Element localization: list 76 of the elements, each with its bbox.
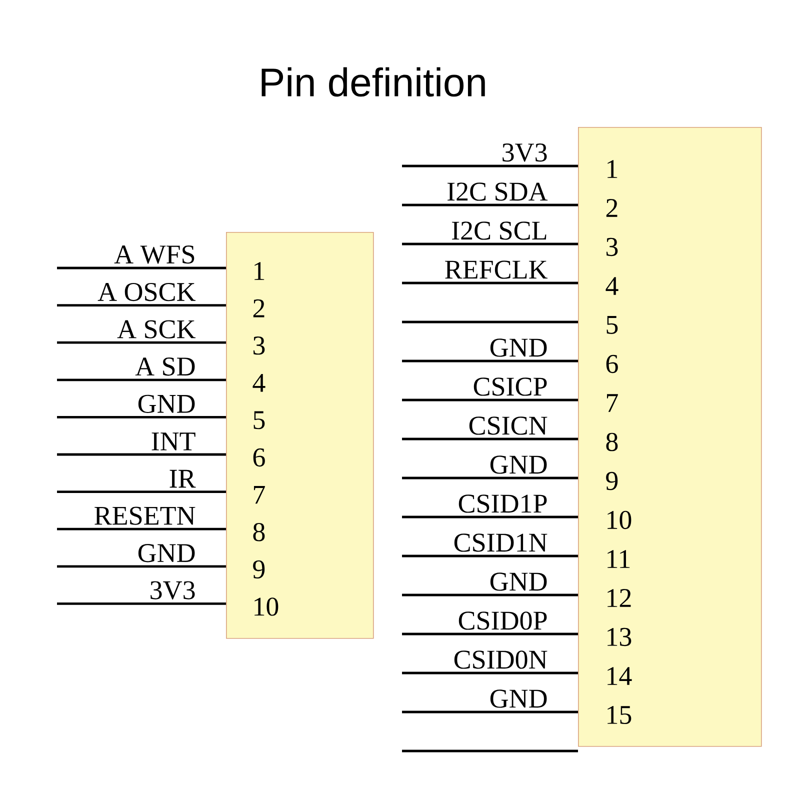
signal-name: A WFS — [114, 246, 196, 264]
pin-line — [402, 594, 578, 596]
signal-name: I2C SCL — [451, 222, 548, 240]
signal-name: GND — [489, 572, 548, 591]
pin-number: 7 — [607, 394, 618, 412]
pin-line — [57, 416, 226, 418]
pin-line — [402, 242, 578, 246]
pin-number: 9 — [253, 560, 265, 578]
title: Pin definition — [262, 67, 485, 97]
signal-name: GND — [489, 338, 548, 357]
pin-line — [57, 602, 226, 605]
pin-line — [402, 282, 578, 284]
pin-number: 8 — [253, 522, 265, 542]
pin-line — [402, 320, 578, 324]
pin-number: 5 — [254, 411, 265, 430]
pin-number: 7 — [254, 486, 265, 504]
pin-line — [57, 304, 226, 306]
pin-line — [402, 710, 578, 714]
pin-line — [402, 164, 578, 168]
pin-number: 1 — [608, 160, 618, 178]
signal-name: GND — [489, 690, 548, 708]
pin-number: 3 — [606, 238, 618, 256]
signal-name: CSID1N — [453, 534, 548, 552]
pin-line — [402, 672, 578, 674]
pin-number: 3 — [254, 336, 265, 355]
pin-line — [402, 398, 578, 402]
signal-name: CSICN — [468, 416, 548, 435]
pin-line — [57, 341, 226, 344]
signal-name: CSID0P — [458, 612, 548, 630]
signal-name: I2C SDA — [446, 182, 548, 201]
pin-line — [402, 204, 578, 206]
pin-number: 4 — [606, 277, 618, 295]
signal-name: 3V3 — [149, 581, 196, 600]
signal-name: INT — [150, 432, 196, 450]
signal-name: CSID0N — [453, 650, 548, 669]
pin-number: 15 — [608, 706, 632, 724]
pin-number: 10 — [608, 510, 632, 530]
pin-line — [402, 360, 578, 362]
signal-name: A SCK — [117, 320, 196, 338]
pin-line — [402, 516, 578, 518]
pin-number: 6 — [606, 354, 618, 374]
pin-number: 6 — [253, 448, 265, 467]
signal-name: RESETN — [94, 506, 196, 525]
pin-line — [57, 378, 226, 382]
pin-line — [57, 453, 226, 456]
pin-line — [402, 632, 578, 636]
pin-number: 2 — [606, 199, 618, 217]
pin-number: 1 — [254, 262, 264, 280]
pin-number: 12 — [608, 589, 631, 607]
pin-number: 2 — [253, 299, 264, 318]
pin-line — [402, 476, 578, 480]
pin-line — [57, 565, 226, 568]
pin-number: 5 — [606, 316, 618, 334]
signal-name: GND — [489, 456, 548, 474]
pin-line — [57, 490, 226, 493]
signal-name: GND — [137, 394, 196, 413]
pin-number: 4 — [252, 374, 266, 392]
signal-name: A OSCK — [98, 282, 196, 302]
pin-number: 13 — [608, 628, 632, 646]
pin-line — [402, 438, 578, 440]
pin-line — [57, 266, 226, 270]
signal-name: IR — [168, 470, 196, 488]
pin-number: 11 — [608, 550, 630, 568]
signal-name: GND — [137, 544, 196, 562]
pin-line — [402, 554, 578, 558]
pin-line — [402, 750, 578, 752]
pin-number: 8 — [606, 432, 618, 452]
signal-name: REFCLK — [444, 260, 548, 279]
pin-number: 10 — [254, 598, 278, 616]
pin-number: 14 — [608, 667, 632, 685]
signal-name: 3V3 — [501, 144, 548, 162]
signal-name: CSICP — [472, 378, 548, 396]
pin-line — [57, 528, 226, 530]
signal-name: CSID1P — [458, 494, 548, 513]
signal-name: A SD — [135, 358, 196, 376]
pin-number: 9 — [606, 472, 618, 490]
